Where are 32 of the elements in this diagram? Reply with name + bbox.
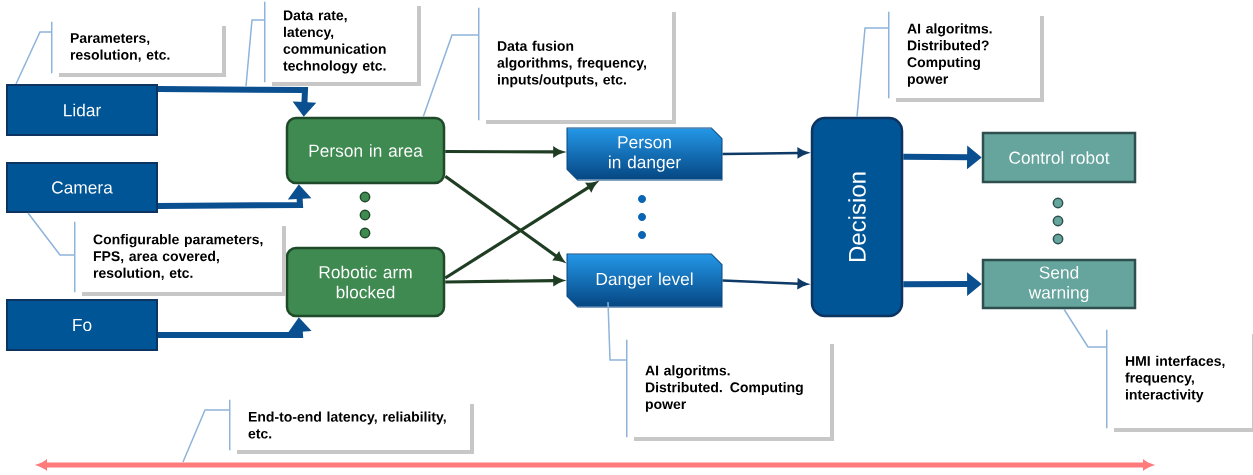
process-box: Person in area (285, 116, 446, 185)
arrow (722, 148, 808, 158)
leader-line (1063, 308, 1108, 429)
leader-line (422, 7, 480, 121)
sensor-box: Fo (6, 299, 158, 351)
sensor-box: Lidar (6, 84, 158, 136)
callout-box: AI algoritms. Distributed. Computing power (630, 340, 834, 441)
leader-line (27, 212, 76, 293)
callout-box: Data rate, latency, communication technology etc. (268, 2, 421, 86)
state-box: Danger level (566, 253, 723, 308)
output-box: Control robot (981, 131, 1137, 184)
leader-line (15, 21, 53, 85)
node-label: End-to-end latency, reliability, etc. (248, 411, 446, 439)
node-label: Data rate, latency, communication technology etc. (283, 10, 386, 74)
sensor-box: Camera (6, 162, 158, 213)
output-box: Send warning (981, 258, 1137, 310)
state-box: Person in danger (566, 127, 723, 181)
leader-line (607, 301, 628, 438)
arrow (445, 147, 564, 157)
process-box: Robotic arm blocked (285, 246, 446, 318)
callout-box: AI algoritms. Distributed? Computing power (892, 12, 1044, 102)
leader-line (245, 1, 266, 87)
callout-box: Data fusion algorithms, frequency, inputs/outputs, etc. (482, 8, 676, 124)
callout-box: End-to-end latency, reliability, etc. (233, 400, 474, 454)
node-label: Data fusion algorithms, frequency, inputs/outputs, etc. (497, 40, 646, 88)
leader-line (856, 11, 890, 118)
arrow (722, 278, 808, 289)
callout-box: Configurable parameters, FPS, area covered, resolution, etc. (78, 222, 286, 296)
callout-box: HMI interfaces, frequency, interactivity (1110, 330, 1253, 432)
callout-box: Parameters, resolution, etc. (55, 22, 226, 77)
leader-line (182, 399, 231, 463)
decision-box: Decision (810, 116, 904, 318)
